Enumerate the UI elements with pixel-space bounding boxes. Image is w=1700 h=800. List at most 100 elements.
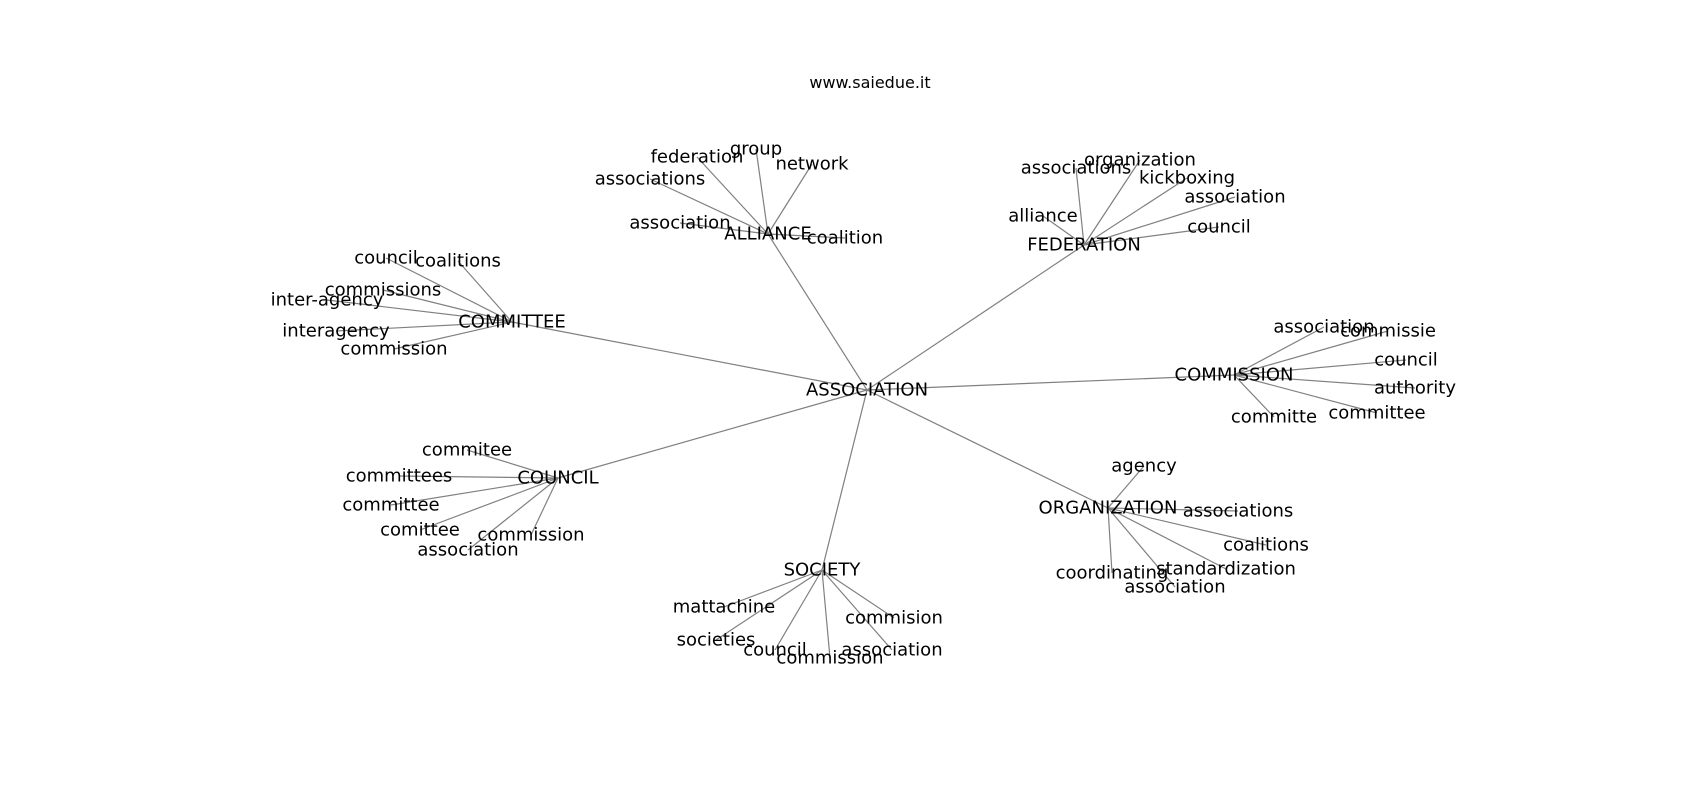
node-leaf: association <box>629 213 730 234</box>
node-leaf: committee <box>342 495 439 516</box>
node-leaf: committee <box>1328 403 1425 424</box>
edge-federation-leaf <box>1083 159 1141 246</box>
edge-commission-leaf <box>1233 330 1389 376</box>
node-leaf: association <box>1184 187 1285 208</box>
edge-committee-leaf <box>457 260 513 323</box>
edge-society-leaf <box>821 569 831 659</box>
edge-commission-leaf <box>1233 374 1416 389</box>
node-leaf: council <box>354 248 418 269</box>
edge-council-leaf <box>530 477 559 536</box>
node-leaf: association <box>417 540 518 561</box>
node-leaf: council <box>743 640 807 661</box>
node-leaf: associations <box>1021 158 1132 179</box>
node-leaf: commission <box>340 339 447 360</box>
edge-council-leaf <box>390 477 559 506</box>
node-leaf: comittee <box>380 520 460 541</box>
edge-alliance-leaf <box>767 233 846 239</box>
edge-organization-leaf <box>1107 507 1267 546</box>
node-leaf: mattachine <box>673 597 776 618</box>
node-leaf: commissie <box>1340 321 1436 342</box>
node-hub-council: COUNCIL <box>517 468 598 489</box>
edge-federation-leaf <box>1083 196 1236 246</box>
node-leaf: commitee <box>422 440 512 461</box>
node-leaf: coalitions <box>415 251 501 272</box>
edge-council-leaf <box>419 477 559 531</box>
edge-organization-leaf <box>1107 507 1176 588</box>
node-leaf: committees <box>346 466 453 487</box>
node-leaf: inter-agency <box>271 290 384 311</box>
edge-council-leaf <box>398 475 559 479</box>
node-leaf: association <box>1124 577 1225 598</box>
node-hub-society: SOCIETY <box>784 560 862 581</box>
node-leaf: interagency <box>282 321 390 342</box>
edge-society-leaf <box>723 569 823 608</box>
node-hub-federation: FEDERATION <box>1027 235 1141 256</box>
edge-center-alliance <box>767 233 868 391</box>
node-leaf: council <box>1374 350 1438 371</box>
edge-alliance-leaf <box>679 222 769 235</box>
edge-center-committee <box>511 321 868 391</box>
edge-committee-leaf <box>382 289 513 323</box>
edge-center-federation <box>866 244 1085 391</box>
edge-federation-leaf <box>1083 226 1220 246</box>
edge-organization-leaf <box>1107 507 1227 570</box>
edge-society-leaf <box>774 569 823 651</box>
edge-committee-leaf <box>326 299 513 323</box>
node-leaf: coalition <box>807 228 883 249</box>
edge-organization-leaf <box>1107 507 1113 574</box>
node-center: ASSOCIATION <box>806 380 928 401</box>
edge-organization-leaf <box>1107 465 1145 509</box>
node-leaf: agency <box>1111 456 1177 477</box>
node-leaf: federation <box>651 147 744 168</box>
node-hub-commission: COMMISSION <box>1175 365 1294 386</box>
edge-alliance-leaf <box>767 163 813 235</box>
node-leaf: commission <box>776 648 883 669</box>
edge-society-leaf <box>715 569 823 641</box>
edge-commission-leaf <box>1233 374 1275 418</box>
edge-center-society <box>821 389 868 571</box>
edge-society-leaf <box>821 569 893 651</box>
node-leaf: organization <box>1084 150 1196 171</box>
page-title: www.saiedue.it <box>809 73 930 92</box>
edge-alliance-leaf <box>696 156 769 235</box>
node-leaf: committe <box>1231 407 1317 428</box>
node-leaf: authority <box>1374 378 1456 399</box>
edge-commission-leaf <box>1233 359 1407 376</box>
node-leaf: commissions <box>325 280 442 301</box>
node-leaf: association <box>1273 317 1374 338</box>
edge-commission-leaf <box>1233 326 1325 376</box>
edge-center-commission <box>866 374 1235 391</box>
edge-council-leaf <box>467 477 559 551</box>
node-hub-organization: ORGANIZATION <box>1039 498 1178 519</box>
node-leaf: association <box>841 640 942 661</box>
edge-committee-leaf <box>335 321 513 332</box>
node-leaf: council <box>1187 217 1251 238</box>
edge-alliance-leaf <box>755 148 769 235</box>
edges-layer <box>326 148 1416 659</box>
node-leaf: network <box>775 154 849 175</box>
node-leaf: commission <box>477 525 584 546</box>
node-leaf: kickboxing <box>1139 168 1235 189</box>
edge-center-organization <box>866 389 1109 509</box>
edge-alliance-leaf <box>649 178 769 235</box>
edge-federation-leaf <box>1075 167 1085 246</box>
node-leaf: alliance <box>1008 206 1077 227</box>
edge-commission-leaf <box>1233 374 1378 414</box>
node-leaf: commision <box>845 608 943 629</box>
edge-committee-leaf <box>393 321 513 350</box>
node-leaf: associations <box>1183 501 1294 522</box>
edge-center-council <box>557 389 868 479</box>
node-leaf: standardization <box>1156 559 1296 580</box>
node-leaf: group <box>730 139 782 160</box>
edge-federation-leaf <box>1083 177 1188 246</box>
edge-organization-leaf <box>1107 507 1239 512</box>
edge-committee-leaf <box>385 257 513 323</box>
node-leaf: societies <box>677 630 756 651</box>
edge-society-leaf <box>821 569 895 619</box>
edge-council-leaf <box>466 449 559 479</box>
node-leaf: coalitions <box>1223 535 1309 556</box>
node-leaf: coordinating <box>1056 563 1169 584</box>
node-hub-committee: COMMITTEE <box>458 312 566 333</box>
